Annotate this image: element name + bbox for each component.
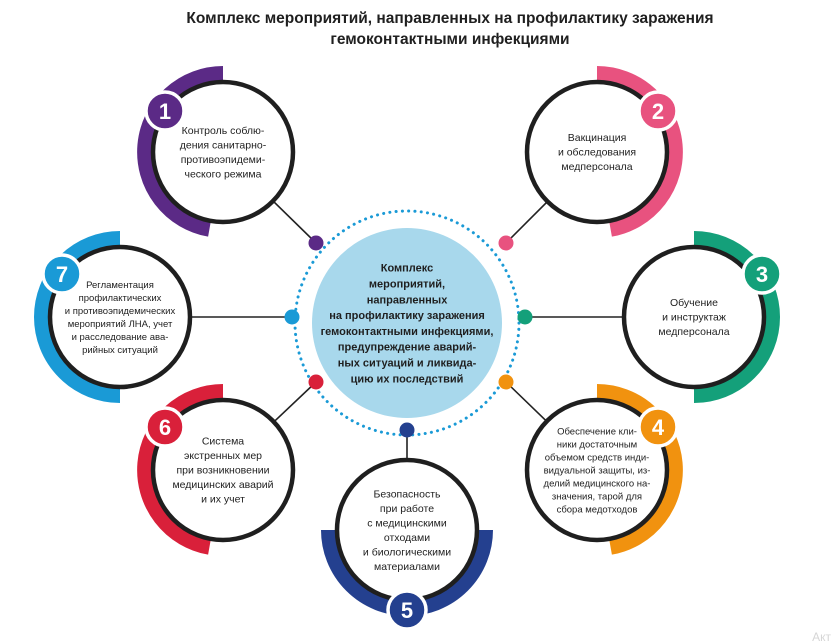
number-badge-6 <box>144 406 186 448</box>
measure-node-6: Система экстренных мер при возникновении ме… <box>137 384 296 555</box>
number-badge-4 <box>637 406 679 448</box>
node-label-line: и инструктаж <box>662 312 726 324</box>
node-circle-2 <box>524 79 670 225</box>
node-label-7: Регламентация профилактических и противоэп… <box>65 280 176 356</box>
connection-dot-7 <box>284 309 300 325</box>
node-arc-3 <box>693 231 780 403</box>
number-badge-label-7: 7 <box>56 262 68 287</box>
node-label-2: Вакцинация и обследования медперсонала <box>558 132 636 173</box>
number-badge-7 <box>41 253 83 295</box>
page-title-line-2: гемоконтактными инфекциями <box>330 31 570 48</box>
node-circle-7 <box>47 244 193 390</box>
node-arc-1 <box>137 66 224 237</box>
node-label-line: значения, тарой для <box>552 491 642 502</box>
measure-node-4: Обеспечение кли-ники достаточным объемом … <box>524 384 683 555</box>
node-label-line: дения санитарно- <box>180 139 267 151</box>
node-label-line: Безопасность <box>374 488 442 500</box>
node-label-line: ники достаточным <box>557 439 637 450</box>
node-label-line: и их учет <box>201 494 245 506</box>
center-label-line: Комплекс <box>381 263 434 275</box>
node-label-line: объемом средств инди- <box>545 452 650 463</box>
node-circle-3 <box>621 244 767 390</box>
node-arc-4 <box>596 384 683 555</box>
node-label-line: Обеспечение кли- <box>557 426 637 437</box>
page-title-line-1: Комплекс мероприятий, направленных на пр… <box>186 10 714 27</box>
node-label-line: и обследования <box>558 147 636 159</box>
node-label-line: медицинских аварий <box>172 479 273 491</box>
node-label-line: материалами <box>374 561 440 573</box>
node-label-line: Вакцинация <box>568 132 627 144</box>
number-badge-label-6: 6 <box>159 415 171 440</box>
node-label-line: при возникновении <box>176 465 269 477</box>
center-circle <box>312 228 502 418</box>
measure-node-5: Безопасность при работе с медицинскими отхо… <box>321 457 493 631</box>
measure-node-7: Регламентация профилактических и противоэп… <box>34 231 193 403</box>
number-badge-1 <box>144 90 186 132</box>
measure-node-3: Обучение и инструктаж медперсонала 3 <box>621 231 783 403</box>
node-circle-4 <box>524 397 670 543</box>
center-label-line: на профилактику заражения <box>329 310 485 322</box>
node-label-line: ческого режима <box>185 168 262 180</box>
number-badge-5 <box>386 589 428 631</box>
node-label-line: и биологическими <box>363 546 451 558</box>
center-label: Комплекс мероприятий, направленных на профи… <box>321 263 494 386</box>
node-label-4: Обеспечение кли-ники достаточным объемом … <box>544 426 651 515</box>
node-label-line: и противоэпидемических <box>65 306 176 317</box>
node-label-line: медперсонала <box>561 161 632 173</box>
node-circle-5 <box>334 457 480 603</box>
node-label-1: Контроль соблю-дения санитарно-противоэп… <box>180 125 267 181</box>
number-badge-label-1: 1 <box>159 99 171 124</box>
node-label-line: с медицинскими <box>367 517 447 529</box>
node-label-line: сбора медотходов <box>557 504 638 515</box>
node-label-line: экстренных мер <box>184 450 262 462</box>
node-label-line: Контроль соблю- <box>182 125 265 137</box>
connection-dot-5 <box>399 422 415 438</box>
connection-dot-6 <box>308 374 324 390</box>
node-label-line: видуальной защиты, из- <box>544 465 651 476</box>
node-circle-6 <box>150 397 296 543</box>
node-label-line: Система <box>202 436 244 448</box>
connection-dot-2 <box>498 235 514 251</box>
node-label-line: медперсонала <box>658 326 729 338</box>
number-badge-2 <box>637 90 679 132</box>
corner-watermark: Акт <box>812 630 831 644</box>
connection-dot-3 <box>517 309 533 325</box>
node-label-line: отходами <box>384 532 430 544</box>
measure-node-2: Вакцинация и обследования медперсонала 2 <box>524 66 683 237</box>
center-label-line: гемоконтактными инфекциями, <box>321 326 494 338</box>
connection-dot-4 <box>498 374 514 390</box>
node-arc-2 <box>596 66 683 237</box>
node-label-line: делий медицинского на- <box>544 478 651 489</box>
node-label-3: Обучение и инструктаж медперсонала <box>658 297 729 338</box>
number-badge-label-3: 3 <box>756 262 768 287</box>
node-label-line: мероприятий ЛНА, учет <box>68 319 173 330</box>
center-label-line: предупреждение аварий- <box>338 342 477 354</box>
node-label-line: Обучение <box>670 297 718 309</box>
center-label-line: цию их последствий <box>351 373 464 385</box>
number-badge-3 <box>741 253 783 295</box>
page-title: Комплекс мероприятий, направленных на пр… <box>0 8 833 50</box>
number-badge-label-2: 2 <box>652 99 664 124</box>
node-label-line: рийных ситуаций <box>82 345 158 356</box>
center-label-line: ных ситуаций и ликвида- <box>338 358 477 370</box>
center-label-line: направленных <box>367 294 449 306</box>
measure-node-1: Контроль соблю-дения санитарно-противоэп… <box>137 66 296 237</box>
number-badge-label-5: 5 <box>401 598 413 623</box>
node-label-line: Регламентация <box>86 280 154 291</box>
node-label-6: Система экстренных мер при возникновении ме… <box>172 436 273 506</box>
node-label-line: противоэпидеми- <box>181 154 266 166</box>
center-label-line: мероприятий, <box>369 279 445 291</box>
node-label-5: Безопасность при работе с медицинскими отхо… <box>363 488 451 573</box>
node-arc-7 <box>34 231 121 403</box>
connection-dot-1 <box>308 235 324 251</box>
node-arc-6 <box>137 384 224 555</box>
node-label-line: при работе <box>380 503 434 515</box>
number-badge-label-4: 4 <box>652 415 665 440</box>
node-label-line: профилактических <box>79 293 162 304</box>
node-label-line: и расследование ава- <box>72 332 169 343</box>
node-circle-1 <box>150 79 296 225</box>
